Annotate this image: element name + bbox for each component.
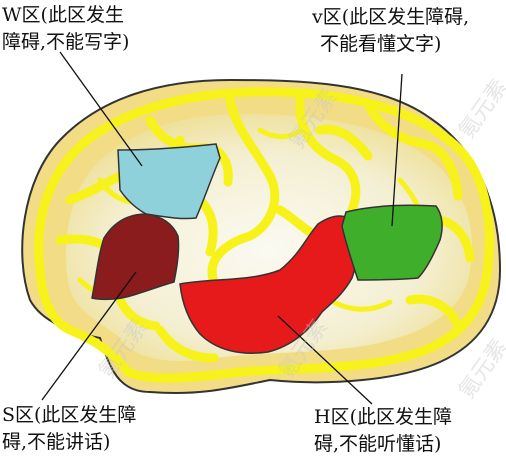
v-label-line-1: v区(此区发生障碍, (312, 6, 470, 28)
v-leader-line (391, 73, 403, 227)
h-leader-line (277, 315, 373, 405)
s-area-label: S区(此区发生障 碍,不能讲话) (2, 402, 136, 456)
leader-lines (41, 51, 403, 405)
s-leader-line (41, 271, 137, 401)
watermark-text-2: 氪元素 (454, 75, 506, 143)
gyri (34, 87, 494, 383)
h-label-line-1: H区(此区发生障 (314, 406, 452, 428)
w-label-line-1: W区(此区发生 (2, 4, 124, 26)
v-area[interactable] (341, 204, 443, 281)
w-area-label: W区(此区发生 障碍,不能写字) (2, 2, 129, 56)
w-area[interactable] (117, 143, 221, 220)
s-label-line-2: 碍,不能讲话) (2, 431, 111, 453)
v-label-line-2: 不能看懂文字) (320, 33, 442, 55)
v-area-label: v区(此区发生障碍, 不能看懂文字) (312, 4, 469, 58)
h-area[interactable] (179, 215, 358, 354)
s-area[interactable] (91, 213, 180, 301)
s-label-line-1: S区(此区发生障 (2, 404, 137, 426)
h-area-label: H区(此区发生障 碍,不能听懂话) (314, 404, 452, 458)
h-label-line-2: 碍,不能听懂话) (314, 433, 442, 455)
w-leader-line (59, 51, 143, 167)
w-label-line-2: 障碍,不能写字) (2, 31, 130, 53)
